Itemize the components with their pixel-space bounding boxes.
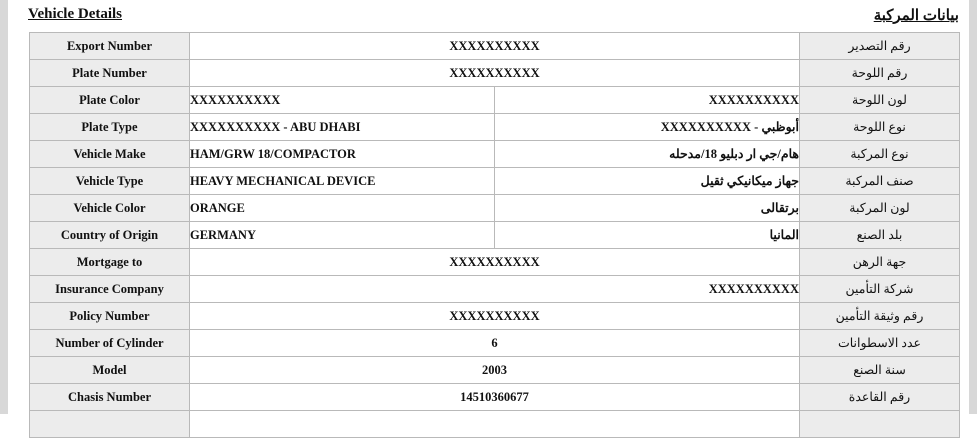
table-row: Vehicle Make HAM/GRW 18/COMPACTOR هام/جي…	[29, 140, 960, 168]
row-label-arabic: رقم وثيقة التأمين	[799, 302, 960, 330]
table-row: Model 2003 سنة الصنع	[29, 356, 960, 384]
row-label-arabic: بلد الصنع	[799, 221, 960, 249]
row-value: 14510360677	[189, 383, 800, 411]
row-label-english: Country of Origin	[29, 221, 190, 249]
row-value-arabic-cell: جهاز ميكانيكي ثقيل	[494, 167, 800, 195]
row-value: XXXXXXXXXX	[189, 248, 800, 276]
row-label-english: Vehicle Type	[29, 167, 190, 195]
row-label-english: Vehicle Color	[29, 194, 190, 222]
row-label-arabic: رقم التصدير	[799, 32, 960, 60]
table-row: Insurance Company XXXXXXXXXX شركة التأمي…	[29, 275, 960, 303]
row-value-arabic: أبوظبي - XXXXXXXXXX	[660, 120, 799, 134]
row-value-arabic-cell: أبوظبي - XXXXXXXXXX	[494, 113, 800, 141]
table-row: Chasis Number 14510360677 رقم القاعدة	[29, 383, 960, 411]
row-value-english: ORANGE	[189, 194, 495, 222]
row-value-arabic-cell: هام/جي ار دبليو 18/مدحله	[494, 140, 800, 168]
row-label-english: Insurance Company	[29, 275, 190, 303]
row-label-english-empty	[29, 410, 190, 438]
row-label-arabic: لون المركبة	[799, 194, 960, 222]
row-label-english: Chasis Number	[29, 383, 190, 411]
table-row: Mortgage to XXXXXXXXXX جهة الرهن	[29, 248, 960, 276]
row-value-arabic-cell: برتقالى	[494, 194, 800, 222]
table-row: Plate Color XXXXXXXXXX XXXXXXXXXX لون ال…	[29, 86, 960, 114]
row-label-arabic: رقم القاعدة	[799, 383, 960, 411]
table-row: Plate Number XXXXXXXXXX رقم اللوحة	[29, 59, 960, 87]
row-label-arabic: صنف المركبة	[799, 167, 960, 195]
row-value-empty	[189, 410, 800, 438]
row-value-arabic-cell: المانيا	[494, 221, 800, 249]
table-row: Vehicle Color ORANGE برتقالى لون المركبة	[29, 194, 960, 222]
row-label-english: Policy Number	[29, 302, 190, 330]
row-value-arabic: هام/جي ار دبليو 18/مدحله	[669, 147, 799, 161]
row-label-arabic-empty	[799, 410, 960, 438]
vehicle-details-table: Export Number XXXXXXXXXX رقم التصدير Pla…	[29, 32, 960, 438]
row-value-arabic: XXXXXXXXXX	[708, 92, 799, 107]
table-row: Country of Origin GERMANY المانيا بلد ال…	[29, 221, 960, 249]
row-value-arabic: المانيا	[769, 228, 799, 242]
row-label-arabic: نوع اللوحة	[799, 113, 960, 141]
table-row: Vehicle Type HEAVY MECHANICAL DEVICE جها…	[29, 167, 960, 195]
row-label-english: Vehicle Make	[29, 140, 190, 168]
row-label-arabic: رقم اللوحة	[799, 59, 960, 87]
row-value: XXXXXXXXXX	[189, 32, 800, 60]
row-value: XXXXXXXXXX	[189, 275, 800, 303]
row-value-arabic-cell: XXXXXXXXXX	[494, 86, 800, 114]
row-value-english: HEAVY MECHANICAL DEVICE	[189, 167, 495, 195]
left-scroll-edge	[0, 0, 8, 414]
row-label-arabic: لون اللوحة	[799, 86, 960, 114]
row-label-english: Model	[29, 356, 190, 384]
right-scroll-edge	[969, 0, 977, 414]
table-row: Plate Type XXXXXXXXXX - ABU DHABI أبوظبي…	[29, 113, 960, 141]
section-header: Vehicle Details بيانات المركبة	[28, 6, 959, 26]
row-value-english: HAM/GRW 18/COMPACTOR	[189, 140, 495, 168]
row-label-arabic: سنة الصنع	[799, 356, 960, 384]
row-value: 6	[189, 329, 800, 357]
row-value-english: GERMANY	[189, 221, 495, 249]
row-label-arabic: عدد الاسطوانات	[799, 329, 960, 357]
row-value-english: XXXXXXXXXX	[189, 86, 495, 114]
table-row-partial	[29, 410, 960, 438]
section-title-arabic: بيانات المركبة	[873, 8, 959, 24]
row-value: XXXXXXXXXX	[189, 302, 800, 330]
row-label-english: Plate Type	[29, 113, 190, 141]
row-value-english: XXXXXXXXXX - ABU DHABI	[189, 113, 495, 141]
row-value-arabic: برتقالى	[760, 201, 799, 215]
row-label-english: Mortgage to	[29, 248, 190, 276]
row-label-arabic: شركة التأمين	[799, 275, 960, 303]
row-value: 2003	[189, 356, 800, 384]
section-title-english: Vehicle Details	[28, 6, 123, 22]
row-label-arabic: نوع المركبة	[799, 140, 960, 168]
row-value-arabic: جهاز ميكانيكي ثقيل	[700, 174, 799, 188]
table-row: Export Number XXXXXXXXXX رقم التصدير	[29, 32, 960, 60]
row-label-english: Number of Cylinder	[29, 329, 190, 357]
row-label-english: Plate Number	[29, 59, 190, 87]
row-label-arabic: جهة الرهن	[799, 248, 960, 276]
row-label-english: Plate Color	[29, 86, 190, 114]
row-label-english: Export Number	[29, 32, 190, 60]
table-row: Number of Cylinder 6 عدد الاسطوانات	[29, 329, 960, 357]
row-value: XXXXXXXXXX	[189, 59, 800, 87]
table-row: Policy Number XXXXXXXXXX رقم وثيقة التأم…	[29, 302, 960, 330]
